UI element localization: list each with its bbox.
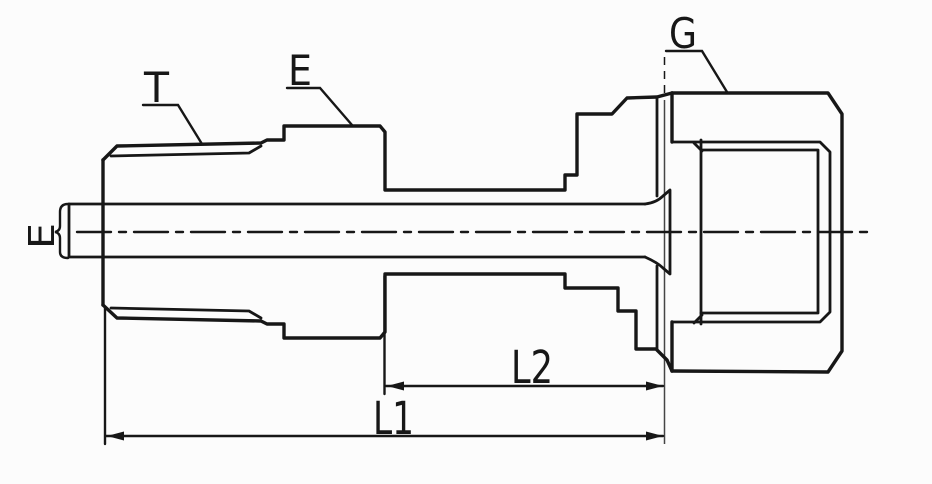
l2-arrow-right — [646, 381, 663, 391]
bore-lines — [67, 188, 672, 276]
nut-leader-line — [664, 49, 729, 94]
nut-socket-outer — [670, 140, 832, 324]
callout-thread: T — [141, 63, 204, 146]
thread-taper-line-top — [109, 144, 263, 158]
nut-outline — [670, 91, 844, 374]
body-outline — [101, 91, 674, 373]
socket-chamfer-bottom — [692, 313, 704, 325]
dimension-l2: L2 — [384, 341, 665, 394]
l2-arrow-left — [387, 381, 404, 391]
callout-orifice: E — [22, 202, 70, 260]
body-upper-profile — [101, 91, 674, 192]
l1-arrow-right — [646, 431, 663, 441]
nut-body — [670, 91, 844, 374]
l2-dimension-label: L2 — [511, 341, 553, 394]
bore-flare-seat — [643, 188, 672, 276]
l1-arrow-left — [107, 431, 124, 441]
dimension-l1: L1 — [104, 392, 665, 445]
thread-taper-line-bottom — [109, 306, 263, 320]
extension-lines — [103, 57, 666, 446]
orifice-brace — [54, 202, 70, 260]
nut-socket-thread — [699, 148, 820, 315]
socket-chamfer-top — [692, 141, 704, 153]
l1-dimension-label: L1 — [373, 392, 414, 445]
orifice-label: E — [22, 223, 63, 249]
body-hex-leader-line — [285, 86, 354, 127]
callout-nut: G — [664, 9, 729, 94]
body-lower-profile — [101, 272, 674, 373]
callout-body-hex: E — [285, 46, 354, 127]
thread-leader-line — [141, 103, 204, 146]
